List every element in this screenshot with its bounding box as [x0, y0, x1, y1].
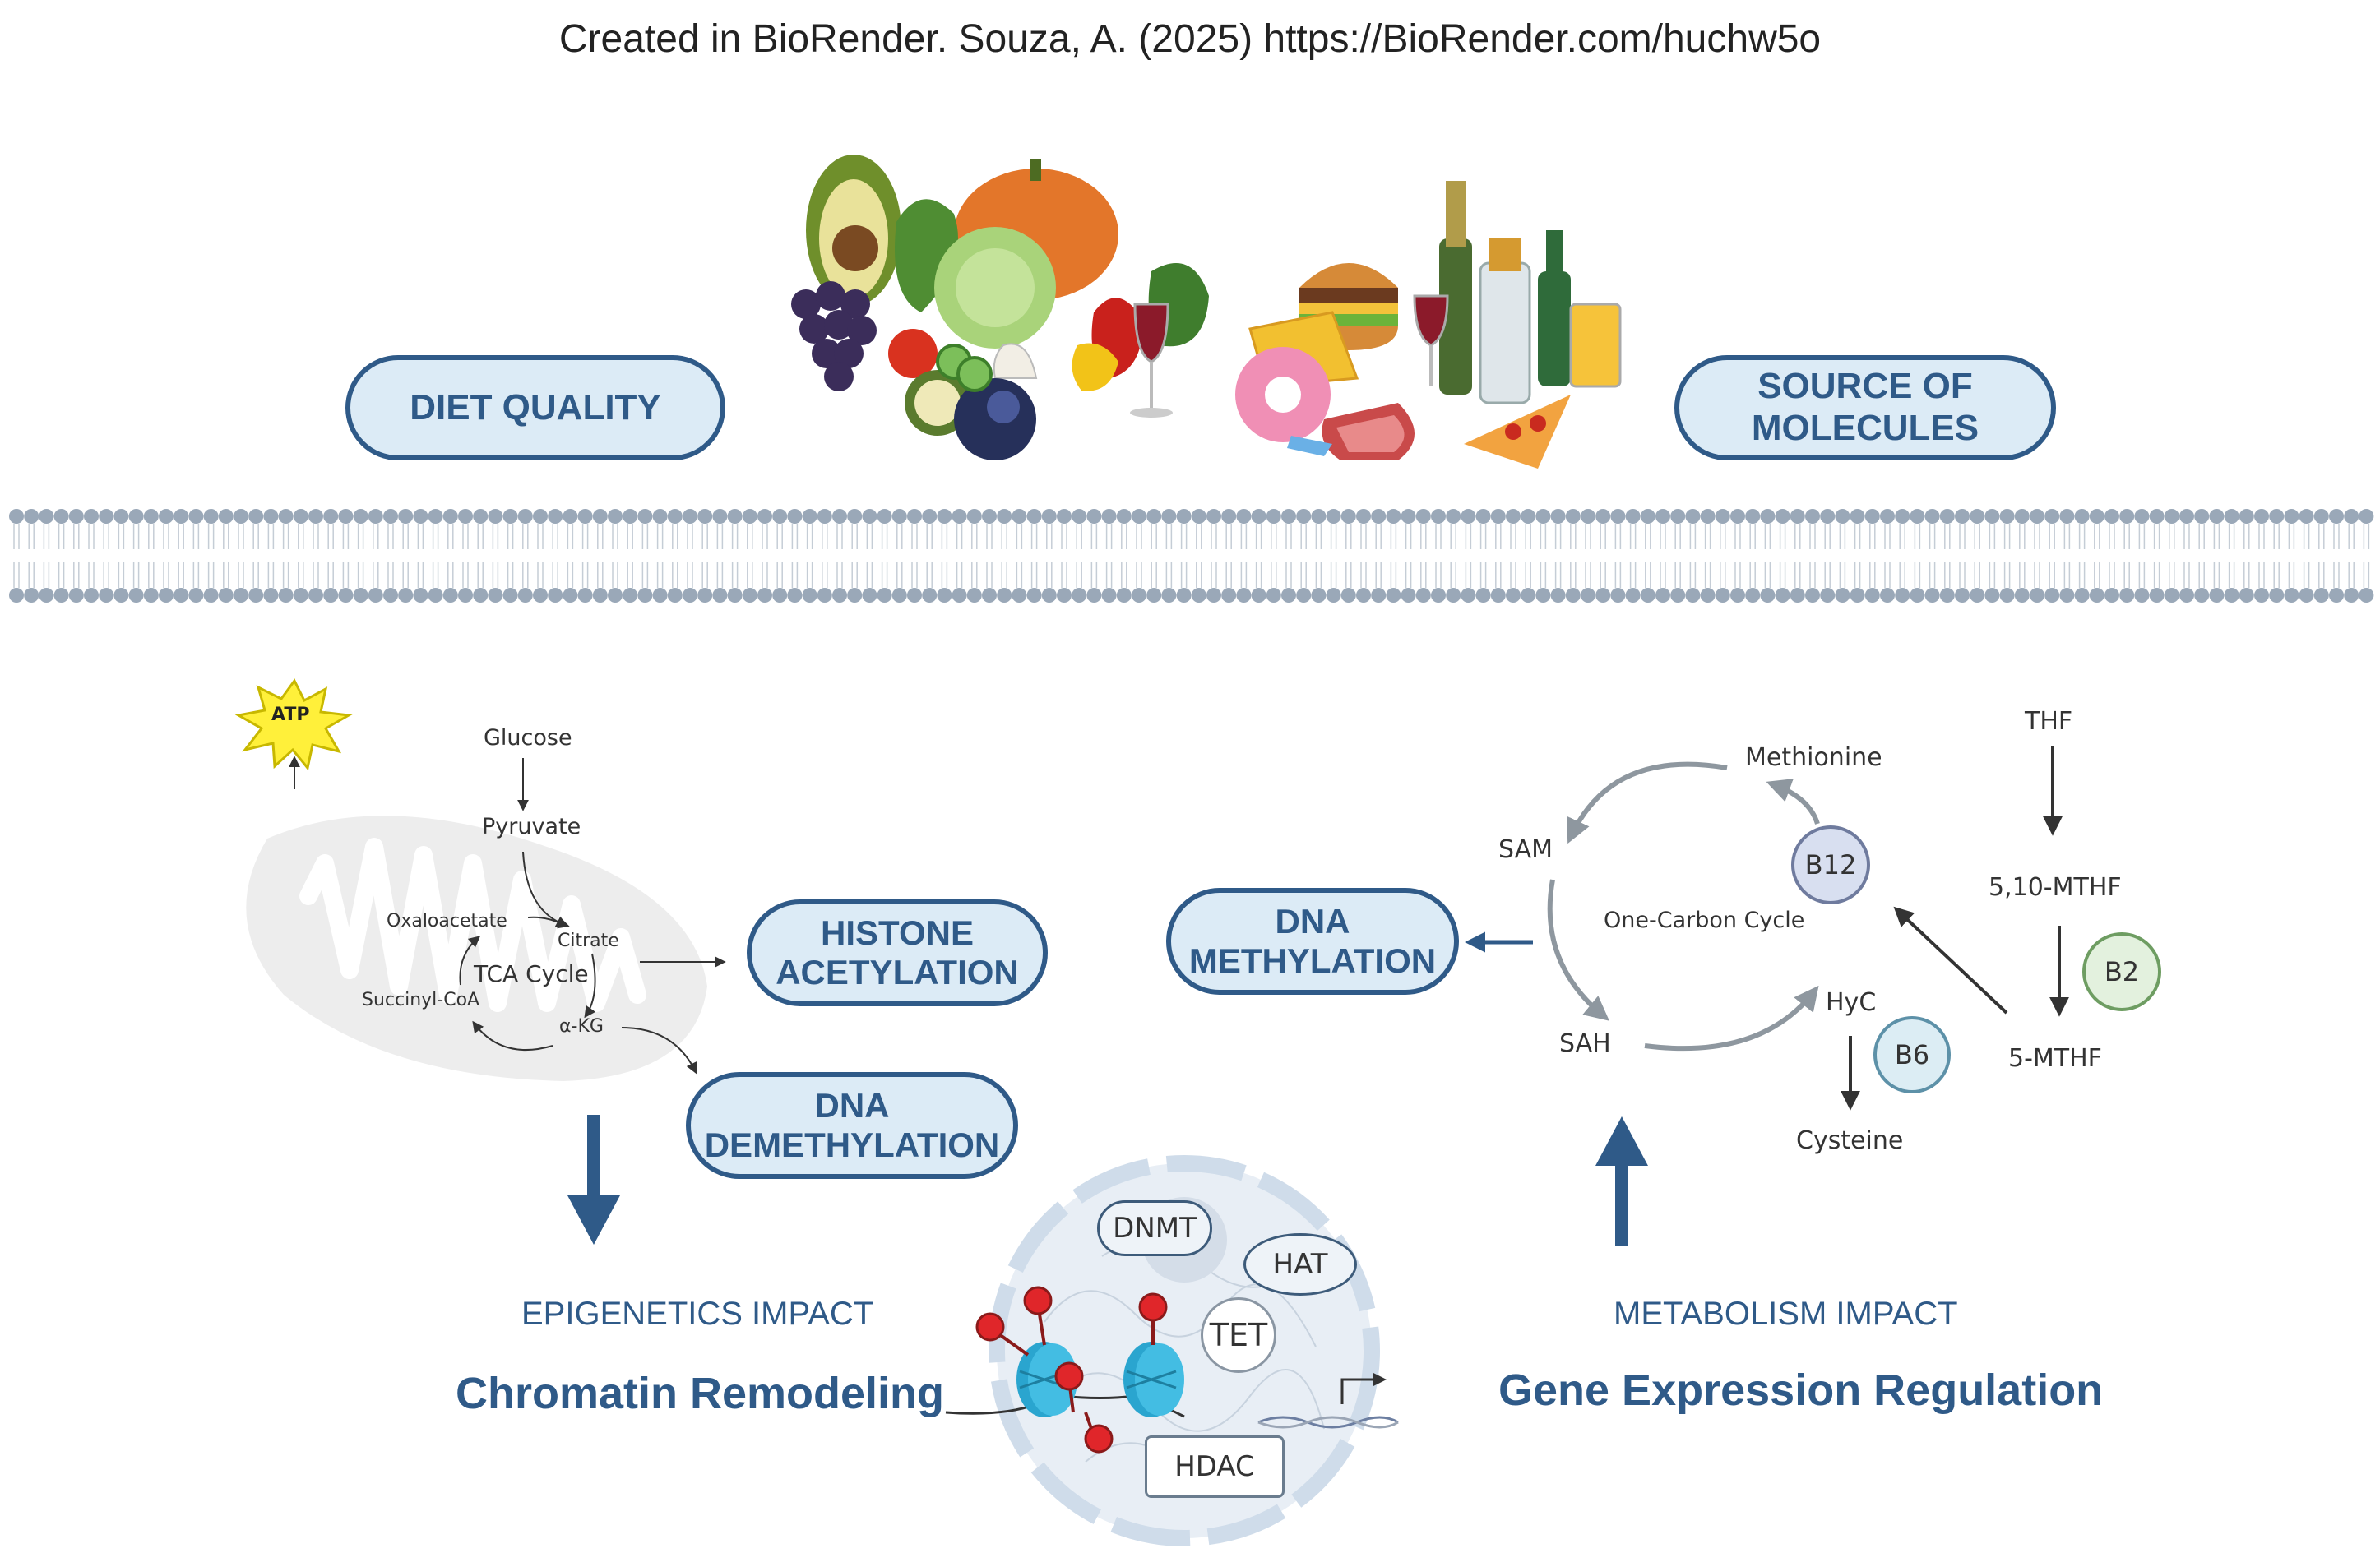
down-arrow-icon [567, 1115, 620, 1245]
tca-cycle-label: TCA Cycle [474, 960, 589, 987]
diet-quality-pill: DIET QUALITY [345, 355, 725, 460]
dna-demeth-label-line2: DEMETHYLATION [704, 1125, 1000, 1164]
hyc-label: HyC [1826, 988, 1877, 1017]
pyruvate-label: Pyruvate [482, 814, 581, 839]
cell-membrane [9, 509, 2374, 603]
vitamin-b2-badge: B2 [2082, 932, 2161, 1011]
vitamin-b12-label: B12 [1804, 849, 1857, 880]
dnmt-label: DNMT [1113, 1212, 1197, 1245]
dna-meth-label-line1: DNA [1275, 901, 1350, 941]
oxaloacetate-label: Oxaloacetate [387, 911, 507, 931]
vitamin-b2-label: B2 [2104, 956, 2140, 987]
histone-label-line1: HISTONE [821, 913, 974, 952]
hdac-label: HDAC [1174, 1450, 1255, 1483]
epigenetics-impact-label: EPIGENETICS IMPACT [521, 1296, 874, 1332]
cysteine-label: Cysteine [1796, 1126, 1904, 1155]
metabolism-impact-label: METABOLISM IMPACT [1614, 1296, 1958, 1332]
atp-label: ATP [271, 705, 310, 725]
atp-burst-icon [234, 678, 353, 771]
vitamin-b6-badge: B6 [1873, 1016, 1951, 1093]
histone-acetylation-pill: HISTONE ACETYLATION [747, 899, 1048, 1006]
healthy-food-illustration [791, 155, 1209, 460]
dnmt-enzyme: DNMT [1097, 1200, 1212, 1256]
thf-label: THF [2025, 707, 2073, 736]
tet-label: TET [1209, 1317, 1268, 1353]
dna-methylation-pill: DNA METHYLATION [1166, 888, 1459, 995]
mthf-5-10-label: 5,10-MTHF [1989, 873, 2122, 902]
diet-quality-label: DIET QUALITY [410, 386, 661, 428]
processed-food-illustration [1235, 181, 1622, 469]
dna-meth-label-line2: METHYLATION [1188, 941, 1437, 980]
sah-label: SAH [1559, 1029, 1611, 1058]
succinyl-coa-label: Succinyl-CoA [362, 990, 480, 1010]
hat-enzyme: HAT [1243, 1233, 1357, 1296]
mthf-5-label: 5-MTHF [2008, 1044, 2102, 1073]
dna-demethylation-pill: DNA DEMETHYLATION [686, 1072, 1018, 1179]
tet-enzyme: TET [1201, 1297, 1276, 1373]
citrate-label: Citrate [558, 931, 619, 951]
source-label-line2: MOLECULES [1751, 408, 1979, 448]
one-carbon-cycle-label: One-Carbon Cycle [1604, 908, 1805, 933]
hdac-enzyme: HDAC [1145, 1435, 1285, 1498]
chromatin-remodeling-label: Chromatin Remodeling [456, 1369, 945, 1418]
source-label-line1: SOURCE OF [1757, 366, 1973, 407]
dna-demeth-label-line1: DNA [814, 1085, 890, 1125]
gene-expression-regulation-label: Gene Expression Regulation [1498, 1366, 2104, 1415]
glucose-label: Glucose [484, 725, 572, 751]
vitamin-b6-label: B6 [1894, 1039, 1930, 1070]
credit-line: Created in BioRender. Souza, A. (2025) h… [558, 17, 1822, 61]
vitamin-b12-badge: B12 [1791, 825, 1870, 904]
histone-label-line2: ACETYLATION [776, 953, 1019, 991]
up-arrow-icon [1595, 1116, 1648, 1246]
hat-label: HAT [1272, 1248, 1328, 1281]
sam-label: SAM [1498, 835, 1553, 864]
source-of-molecules-pill: SOURCE OF MOLECULES [1674, 355, 2056, 460]
alpha-kg-label: α-KG [559, 1016, 604, 1037]
methionine-label: Methionine [1745, 743, 1882, 772]
